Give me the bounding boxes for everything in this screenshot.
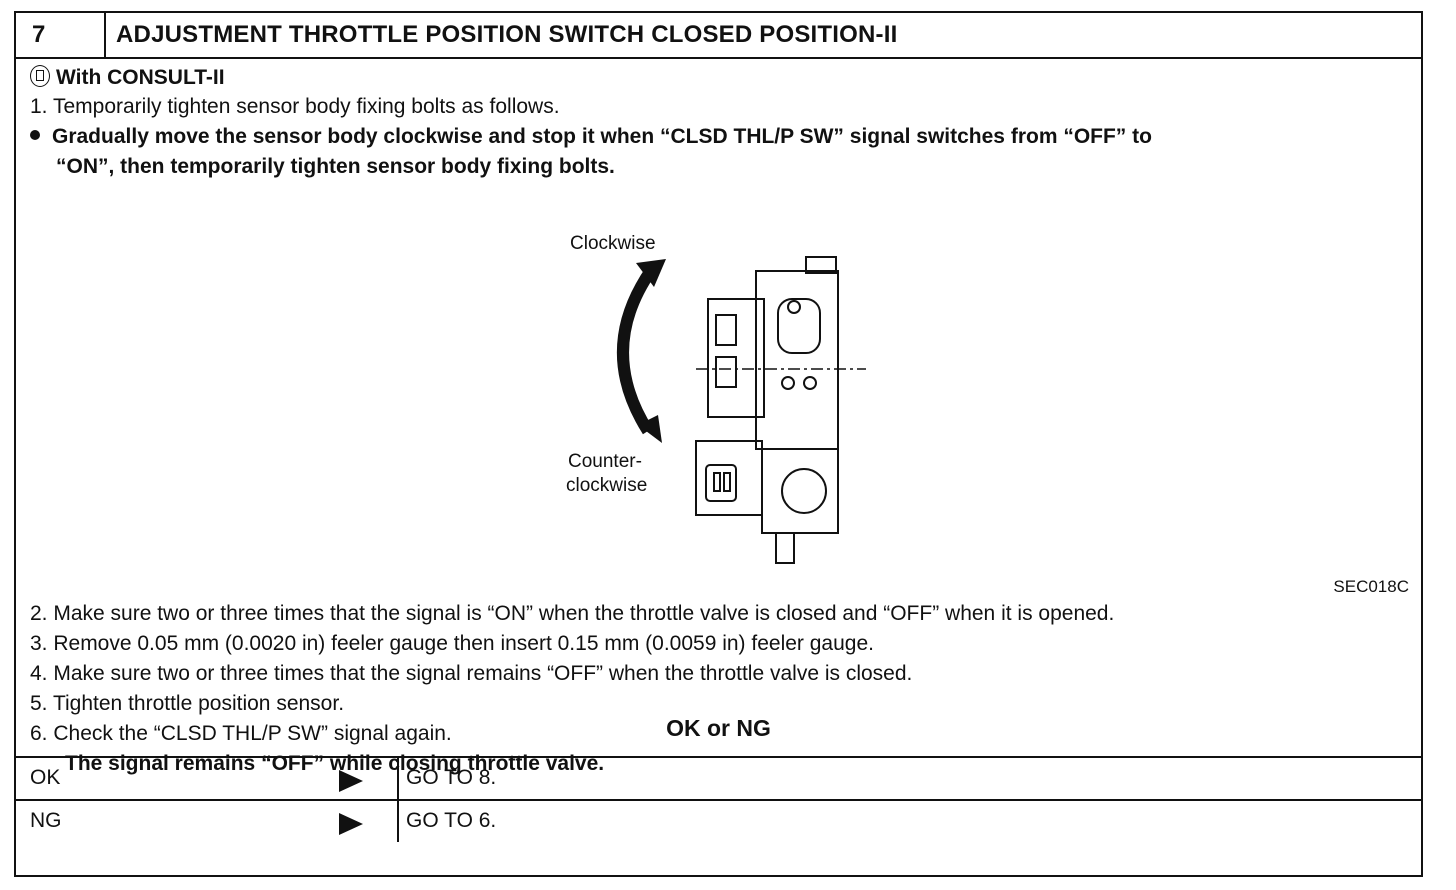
- sensor-body: [695, 256, 839, 564]
- right-triangle-icon: [339, 813, 363, 835]
- step-4: 4. Make sure two or three times that the…: [30, 662, 913, 685]
- step-1: 1. Temporarily tighten sensor body fixin…: [30, 95, 560, 118]
- figure-code: SEC018C: [1333, 577, 1409, 596]
- bullet-icon: [30, 130, 40, 140]
- sensor-drawing: [617, 256, 866, 564]
- step-header: 7 ADJUSTMENT THROTTLE POSITION SWITCH CL…: [16, 13, 1421, 59]
- arrow-head-up: [636, 259, 666, 287]
- bullet-text-1: Gradually move the sensor body clockwise…: [52, 125, 1152, 148]
- step-title: ADJUSTMENT THROTTLE POSITION SWITCH CLOS…: [116, 21, 898, 48]
- consult-label: With CONSULT-II: [56, 66, 225, 89]
- column-divider: [397, 758, 399, 799]
- ok-or-ng-heading: OK or NG: [666, 715, 771, 741]
- step-2: 2. Make sure two or three times that the…: [30, 602, 1115, 625]
- label-counter-2: clockwise: [566, 475, 648, 496]
- consult-icon: [30, 65, 50, 87]
- result-row-ng: NG GO TO 6.: [16, 799, 1421, 842]
- procedure-frame: 7 ADJUSTMENT THROTTLE POSITION SWITCH CL…: [14, 11, 1423, 877]
- result-action-ng: GO TO 6.: [406, 809, 497, 832]
- step-3: 3. Remove 0.05 mm (0.0020 in) feeler gau…: [30, 632, 874, 655]
- label-counter-1: Counter-: [568, 451, 642, 472]
- step-5: 5. Tighten throttle position sensor.: [30, 692, 345, 715]
- bullet-instruction-1: Gradually move the sensor body clockwise…: [30, 125, 1152, 149]
- column-divider: [397, 801, 399, 842]
- result-action-ok: GO TO 8.: [406, 766, 497, 789]
- arrow-head-down: [638, 415, 662, 443]
- consult-line: With CONSULT-II: [30, 65, 225, 90]
- bullet-instruction-2: “ON”, then temporarily tighten sensor bo…: [56, 155, 615, 178]
- throttle-sensor-figure: Clockwise Counter- clockwise: [566, 229, 896, 569]
- result-table: OK GO TO 8. NG GO TO 6.: [16, 756, 1421, 877]
- step-number: 7: [16, 13, 106, 57]
- result-label-ok: OK: [30, 766, 61, 789]
- right-triangle-icon: [339, 770, 363, 792]
- rotation-arc: [617, 265, 657, 435]
- result-row-ok: OK GO TO 8.: [16, 756, 1421, 799]
- label-clockwise: Clockwise: [570, 233, 656, 254]
- result-label-ng: NG: [30, 809, 62, 832]
- step-6: 6. Check the “CLSD THL/P SW” signal agai…: [30, 722, 452, 745]
